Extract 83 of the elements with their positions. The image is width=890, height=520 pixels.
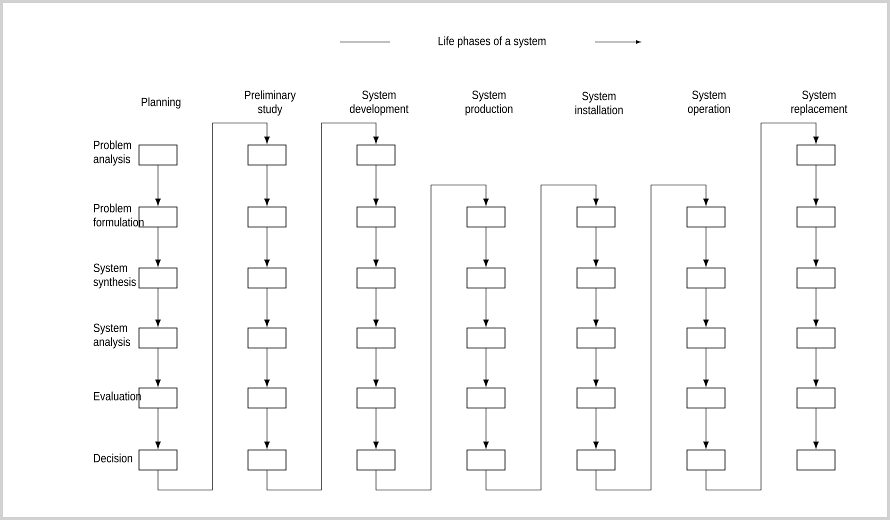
- arrow: [155, 165, 161, 206]
- arrow: [264, 165, 270, 206]
- process-box: [796, 268, 836, 288]
- process-box: [466, 206, 506, 228]
- title: Life phases of a system: [438, 36, 546, 48]
- process-box: [138, 328, 178, 348]
- process-box: [356, 450, 396, 470]
- process-box: [466, 328, 506, 348]
- process-box: [248, 328, 286, 348]
- process-box: [796, 144, 836, 166]
- process-box: [138, 144, 178, 166]
- process-box: [248, 388, 286, 408]
- arrow: [264, 227, 270, 267]
- process-box: [576, 268, 616, 288]
- arrow: [264, 408, 270, 449]
- arrow: [373, 348, 379, 387]
- arrow: [373, 288, 379, 327]
- arrow: [155, 348, 161, 387]
- arrow: [593, 348, 599, 387]
- arrow: [813, 288, 819, 327]
- arrow: [593, 227, 599, 267]
- process-box: [796, 450, 836, 470]
- process-box: [686, 388, 726, 408]
- process-box: [466, 450, 506, 470]
- arrow: [155, 408, 161, 449]
- arrow: [813, 227, 819, 267]
- arrow: [483, 408, 489, 449]
- arrow: [486, 184, 599, 490]
- arrow: [813, 408, 819, 449]
- column-heading: Planning: [142, 97, 180, 109]
- arrow: [483, 227, 489, 267]
- process-box: [796, 206, 836, 228]
- arrow: [596, 184, 709, 490]
- process-box: [356, 268, 396, 288]
- process-box: [686, 450, 726, 470]
- arrow: [266, 122, 379, 490]
- process-box: [686, 268, 726, 288]
- process-box: [138, 268, 178, 288]
- process-box: [248, 206, 286, 228]
- arrow: [373, 165, 379, 206]
- arrow: [703, 288, 709, 327]
- process-box: [466, 388, 506, 408]
- process-box: [686, 328, 726, 348]
- arrow: [703, 408, 709, 449]
- column-heading: System development: [350, 90, 408, 116]
- arrow: [593, 408, 599, 449]
- process-box: [576, 450, 616, 470]
- column-heading: System replacement: [791, 90, 848, 116]
- column-heading: System operation: [688, 90, 730, 116]
- arrow: [373, 227, 379, 267]
- arrow: [264, 288, 270, 327]
- arrow: [483, 348, 489, 387]
- arrow: [593, 288, 599, 327]
- process-box: [576, 328, 616, 348]
- arrow: [155, 288, 161, 327]
- process-box: [356, 144, 396, 166]
- arrow: [813, 348, 819, 387]
- arrow: [483, 288, 489, 327]
- arrow: [158, 122, 270, 490]
- arrow: [703, 227, 709, 267]
- process-box: [248, 144, 286, 166]
- process-box: [686, 206, 726, 228]
- column-heading: Preliminary study: [245, 90, 296, 116]
- arrow: [373, 408, 379, 449]
- process-box: [248, 450, 286, 470]
- process-box: [796, 388, 836, 408]
- process-box: [576, 206, 616, 228]
- arrow: [706, 122, 819, 490]
- arrow: [264, 348, 270, 387]
- arrow: [813, 165, 819, 206]
- column-heading: System production: [466, 90, 512, 116]
- process-box: [576, 388, 616, 408]
- process-box: [248, 268, 286, 288]
- arrow: [155, 227, 161, 267]
- process-box: [356, 328, 396, 348]
- process-box: [796, 328, 836, 348]
- column-heading: System installation: [575, 92, 623, 114]
- process-box: [356, 388, 396, 408]
- arrow: [703, 348, 709, 387]
- arrow: [376, 184, 489, 490]
- process-box: [466, 268, 506, 288]
- process-box: [138, 450, 178, 470]
- process-box: [356, 206, 396, 228]
